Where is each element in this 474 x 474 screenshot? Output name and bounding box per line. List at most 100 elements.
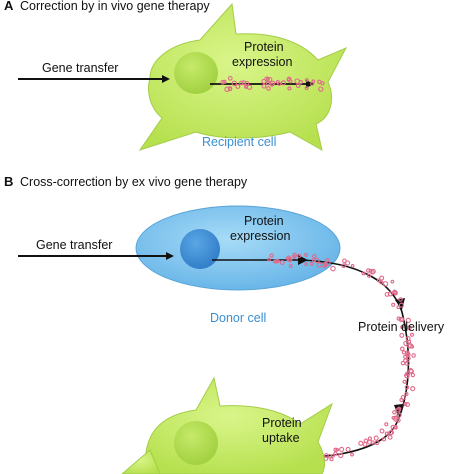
protein-dot (406, 356, 411, 361)
protein-dot (402, 379, 407, 384)
protein-dot (396, 305, 401, 310)
protein-dot (314, 257, 320, 264)
protein-dot (404, 385, 410, 390)
gene-transfer-label-b: Gene transfer (36, 238, 112, 252)
protein-dot (379, 280, 384, 285)
protein-uptake-label-1: Protein (262, 416, 302, 430)
protein-dot (220, 79, 226, 85)
protein-dot (304, 78, 309, 82)
protein-expression-label-a-2: expression (232, 55, 292, 69)
protein-dot (279, 260, 285, 265)
protein-expression-label-b-2: expression (230, 229, 290, 243)
protein-dot (241, 80, 247, 86)
protein-dot (384, 422, 389, 427)
protein-dot (379, 275, 385, 281)
protein-dot (333, 451, 338, 456)
recipient-cell-a (138, 2, 348, 151)
protein-dot (367, 439, 373, 445)
protein-dot (304, 86, 309, 91)
protein-dot (323, 453, 329, 458)
donor-cell (135, 205, 341, 291)
protein-dot (335, 447, 340, 452)
protein-dot (322, 261, 328, 267)
recipient-cell-b-spike (121, 449, 161, 474)
protein-dot (373, 435, 379, 441)
protein-dot (408, 368, 414, 374)
protein-dot (325, 260, 331, 266)
protein-dot (287, 86, 292, 91)
protein-dot (366, 273, 372, 278)
protein-dot (396, 412, 402, 418)
protein-dot (331, 453, 335, 458)
protein-dot (374, 440, 380, 446)
protein-dot (339, 446, 345, 452)
protein-dot (238, 80, 244, 86)
protein-dot (280, 80, 287, 86)
protein-dot (292, 252, 298, 258)
protein-dot (407, 339, 412, 344)
protein-dot (362, 441, 368, 447)
protein-dot (345, 446, 351, 452)
protein-dot (400, 324, 405, 329)
protein-dot (382, 281, 389, 287)
protein-dot (405, 351, 410, 356)
protein-dot (410, 386, 416, 392)
protein-dot (342, 258, 347, 264)
protein-dot (390, 279, 395, 284)
panel-b: B Cross-correction by ex vivo gene thera… (4, 174, 445, 474)
protein-dot (405, 371, 411, 377)
protein-dot (294, 78, 300, 84)
protein-dot (330, 265, 336, 272)
protein-dot (363, 438, 369, 444)
protein-dot (261, 83, 267, 89)
recipient-nucleus-b (174, 421, 218, 465)
protein-dot (387, 291, 393, 297)
protein-dot (338, 452, 344, 459)
protein-expression-label-a-1: Protein (244, 40, 284, 54)
protein-dot (269, 80, 276, 86)
protein-dot (406, 325, 412, 331)
protein-dot (391, 302, 396, 307)
protein-dot (275, 80, 280, 84)
protein-dot (398, 297, 403, 302)
protein-delivery-label: Protein delivery (358, 320, 445, 334)
protein-dot (304, 253, 309, 257)
protein-dot (396, 316, 401, 321)
protein-dot (311, 79, 316, 84)
donor-nucleus (180, 229, 220, 269)
protein-dot (295, 83, 301, 89)
protein-dot (388, 430, 394, 436)
protein-dot (358, 440, 364, 446)
protein-dot (368, 268, 373, 273)
protein-dot (324, 258, 330, 263)
protein-dot (287, 257, 293, 263)
protein-dot (318, 86, 324, 92)
protein-dot (387, 434, 393, 440)
protein-dot (393, 290, 398, 296)
protein-dot (399, 397, 404, 403)
protein-dot (350, 452, 354, 457)
protein-dot (392, 410, 397, 415)
panel-a-letter: A (4, 0, 14, 13)
recipient-nucleus-a (174, 52, 218, 94)
protein-dot (411, 353, 416, 358)
protein-dot (265, 81, 271, 86)
protein-dot (384, 431, 389, 436)
protein-dot (267, 257, 271, 262)
protein-dot (403, 354, 408, 359)
panel-a: A Correction by in vivo gene therapy Gen… (4, 0, 348, 151)
panel-b-title: Cross-correction by ex vivo gene therapy (20, 175, 248, 189)
protein-dot (296, 253, 302, 259)
protein-dot (286, 77, 291, 82)
protein-dot (399, 332, 405, 338)
protein-dot (398, 316, 404, 323)
protein-dot (379, 428, 385, 434)
protein-dot (275, 258, 280, 264)
protein-dot (227, 75, 233, 81)
protein-dot (304, 262, 309, 267)
protein-dot (367, 436, 373, 441)
recipient-cell-b (145, 376, 333, 474)
protein-dot (366, 268, 371, 273)
protein-dot (361, 271, 366, 276)
donor-cell-caption: Donor cell (210, 311, 266, 325)
